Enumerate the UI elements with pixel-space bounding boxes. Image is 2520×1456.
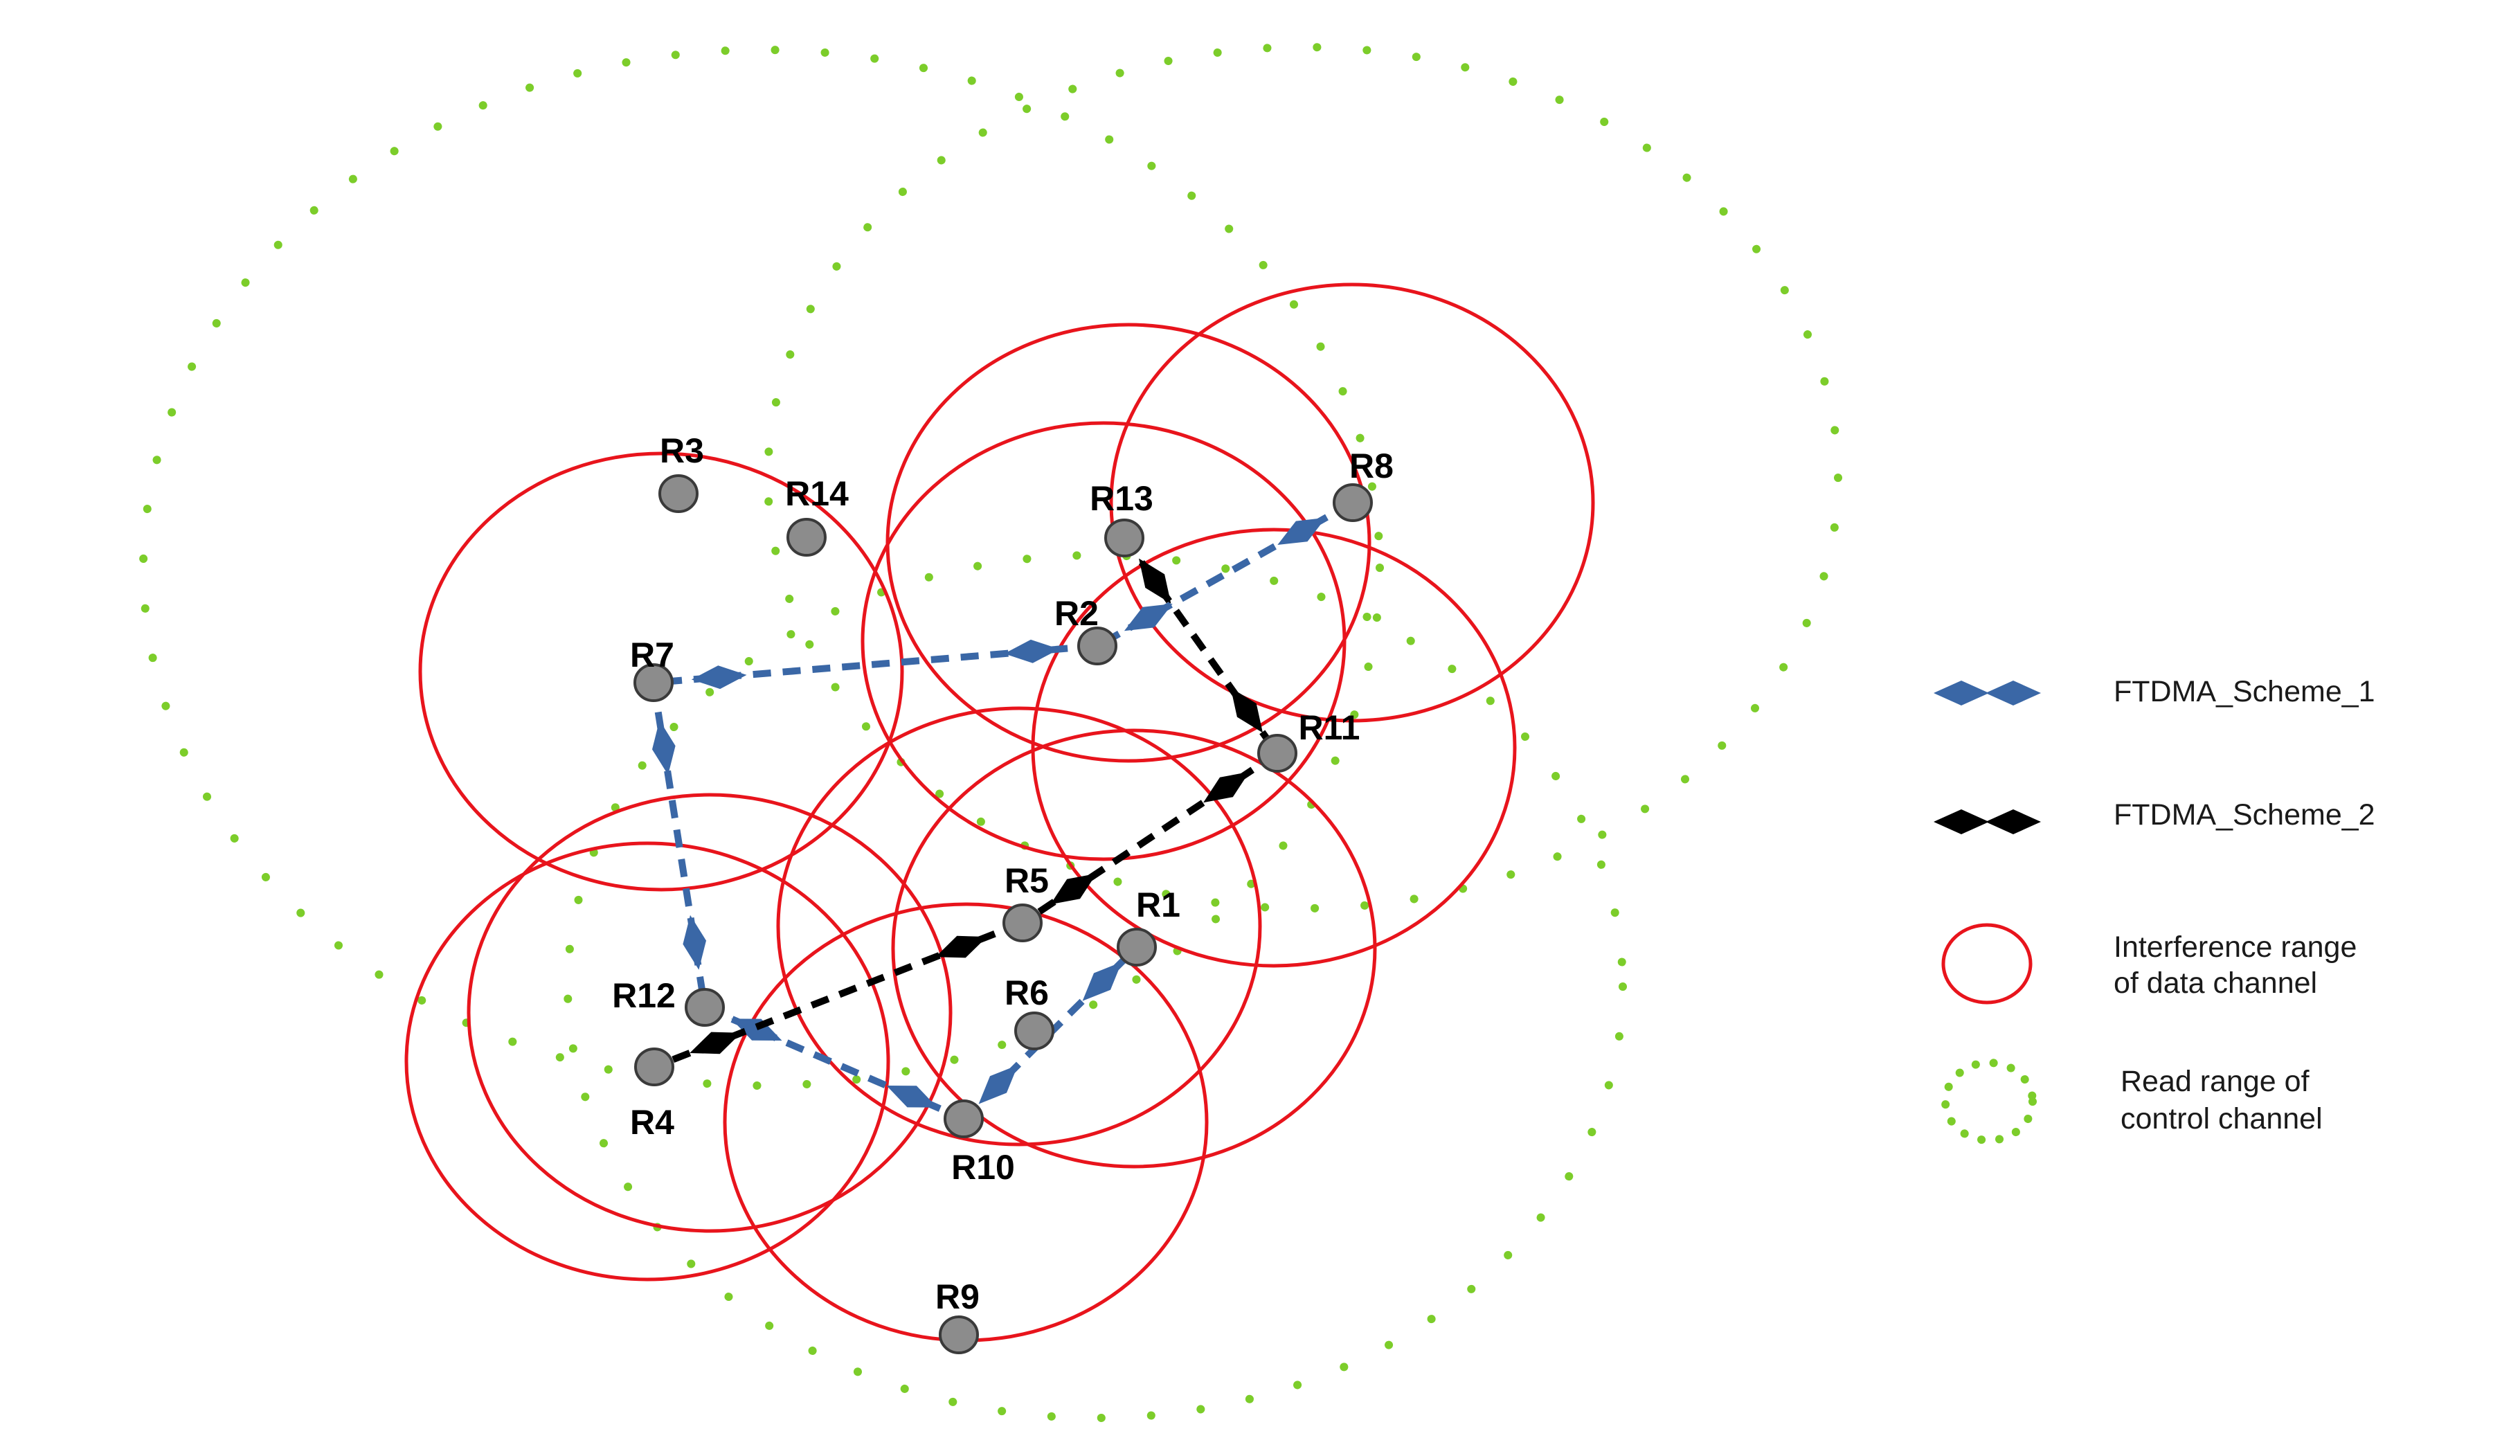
- legend-interference-item: Interference range of data channel: [1941, 923, 2357, 1005]
- reader-r10: R10: [944, 1099, 1015, 1187]
- scheme1-link-r10-r1-end-b: [1082, 962, 1122, 1001]
- legend: FTDMA_Scheme_1 FTDMA_Scheme_2 Interferen…: [1934, 675, 2375, 1144]
- legend-scheme1-diamond-right: [1986, 681, 2041, 705]
- reader-node: [633, 663, 674, 702]
- reader-r9: R9: [935, 1277, 980, 1354]
- reader-label: R12: [612, 976, 676, 1015]
- interference-range-r8: [1109, 282, 1595, 723]
- reader-label: R6: [1005, 973, 1049, 1012]
- scheme2-link-r5-r4-end-a: [935, 935, 987, 958]
- interference-range-layer: [404, 282, 1595, 1342]
- scheme1-link-r10-r1-end-a: [978, 1065, 1018, 1104]
- legend-scheme1-diamond-left: [1934, 681, 1989, 705]
- scheme1-link-r12-r10-end-a: [731, 1018, 782, 1041]
- reader-node: [944, 1099, 984, 1138]
- legend-scheme2-diamond-right: [1986, 809, 2041, 834]
- legend-read-circle: [1941, 1059, 2037, 1144]
- interference-range-r1: [891, 728, 1377, 1169]
- interference-range-r7: [418, 451, 904, 892]
- reader-label: R5: [1005, 861, 1049, 900]
- scheme1-link-r8-r2-end-b: [1124, 604, 1173, 631]
- reader-r6: R6: [1005, 973, 1054, 1050]
- legend-scheme1-label: FTDMA_Scheme_1: [2114, 675, 2375, 708]
- reader-r3: R3: [658, 431, 704, 513]
- reader-r11: R11: [1257, 708, 1360, 773]
- legend-interference-line2: of data channel: [2114, 967, 2317, 1000]
- reader-label: R14: [785, 474, 849, 513]
- scheme1-link-r7-r12-end-b: [683, 915, 706, 970]
- reader-r5: R5: [1002, 861, 1049, 942]
- read-range-layer: [139, 43, 1842, 1422]
- interference-range-r13: [885, 323, 1371, 763]
- legend-interference-line1: Interference range: [2114, 931, 2357, 964]
- read-range-r8: [764, 43, 1842, 913]
- scheme2-link-r11-r5-end-a: [1203, 771, 1250, 803]
- scheme1-link-r12-r10-end-b: [886, 1086, 937, 1108]
- interference-range-r4: [404, 841, 890, 1282]
- reader-r12: R12: [612, 976, 725, 1027]
- legend-scheme2-diamond-left: [1934, 809, 1989, 834]
- link-layer: [650, 499, 1355, 1122]
- scheme1-link-r2-r7-end-b: [691, 665, 747, 690]
- read-range-r10: [564, 551, 1627, 1422]
- reader-label: R1: [1136, 886, 1180, 924]
- reader-node: [1104, 519, 1144, 557]
- reader-node: [1014, 1012, 1054, 1050]
- reader-node: [939, 1315, 979, 1354]
- legend-read-line2: control channel: [2121, 1102, 2323, 1135]
- reader-r8: R8: [1333, 447, 1394, 522]
- reader-r7: R7: [630, 636, 674, 702]
- legend-interference-circle: [1941, 923, 2033, 1005]
- scheme1-link-r2-r7-end-a: [1004, 639, 1060, 663]
- scheme1-link-r8-r2-end-a: [1277, 517, 1326, 545]
- reader-label: R4: [630, 1103, 674, 1142]
- legend-scheme2-label: FTDMA_Scheme_2: [2114, 798, 2375, 832]
- reader-r2: R2: [1054, 594, 1117, 665]
- reader-node: [786, 518, 827, 557]
- read-range-r7: [139, 46, 1384, 1090]
- interference-range-r12: [467, 793, 953, 1233]
- reader-label: R2: [1054, 594, 1099, 633]
- reader-node: [1333, 483, 1373, 522]
- legend-scheme1-item: FTDMA_Scheme_1: [1934, 675, 2375, 708]
- reader-node: [1002, 904, 1043, 942]
- reader-label: R9: [935, 1277, 980, 1316]
- scheme2-link-r11-r5-end-b: [1050, 873, 1097, 905]
- scheme2-link-r13-r11-end-a: [1139, 558, 1171, 604]
- scheme1-link-r7-r12-end-a: [652, 720, 676, 775]
- scheme2-link-r5-r4-end-b: [690, 1032, 741, 1054]
- legend-read-line1: Read range of: [2121, 1065, 2310, 1098]
- reader-node: [658, 474, 699, 513]
- legend-read-item: Read range of control channel: [1941, 1059, 2323, 1144]
- interference-range-r11: [1031, 528, 1517, 968]
- reader-r13: R13: [1090, 479, 1153, 557]
- reader-r1: R1: [1117, 886, 1180, 967]
- reader-r14: R14: [785, 474, 849, 557]
- reader-node: [1117, 928, 1157, 967]
- reader-label: R3: [660, 431, 704, 470]
- scheme2-link-r13-r11-end-b: [1230, 687, 1263, 733]
- reader-label: R11: [1299, 708, 1360, 747]
- reader-node: [1257, 734, 1297, 773]
- reader-node: [634, 1048, 674, 1086]
- interference-range-r5: [776, 706, 1262, 1147]
- reader-label: R8: [1349, 447, 1394, 485]
- reader-node: [685, 988, 725, 1027]
- legend-scheme2-item: FTDMA_Scheme_2: [1934, 798, 2375, 834]
- reader-r4: R4: [630, 1048, 674, 1142]
- reader-label: R13: [1090, 479, 1153, 518]
- reader-node: [1077, 627, 1117, 665]
- reader-label: R7: [630, 636, 674, 674]
- reader-label: R10: [951, 1148, 1015, 1187]
